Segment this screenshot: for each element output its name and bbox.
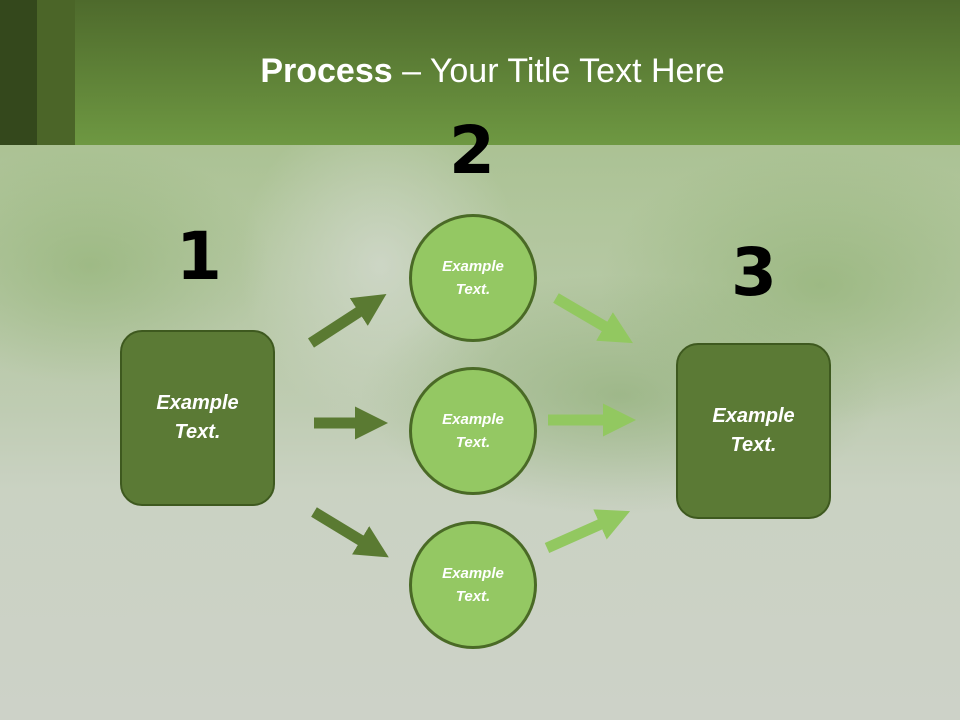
step-number-1: 1 [176, 218, 222, 295]
circle-text: Example [442, 565, 504, 582]
decorative-strip [37, 0, 75, 145]
slide-title: Process – Your Title Text Here [0, 52, 960, 91]
step-number-2: 2 [449, 112, 495, 189]
circle-text: Text. [455, 588, 491, 605]
title-rest: – Your Title Text Here [392, 52, 725, 90]
step-number-3: 3 [731, 234, 777, 311]
arrow-light-up [544, 509, 631, 554]
circle-text: Example [442, 411, 504, 428]
arrow-light-down [553, 293, 633, 344]
box-text: Example [156, 392, 239, 414]
box-text: Text. [730, 434, 777, 456]
circle-text: Text. [455, 434, 491, 451]
box-text: Example [712, 405, 795, 427]
circle-text: Text. [455, 281, 491, 298]
title-bar [0, 0, 960, 145]
circle-text: Example [442, 258, 504, 275]
arrow-dark-up [308, 294, 387, 348]
decorative-strip [0, 0, 37, 145]
box-text: Text. [174, 421, 221, 443]
title-bold: Process [260, 52, 393, 90]
arrow-dark-down [311, 507, 389, 558]
